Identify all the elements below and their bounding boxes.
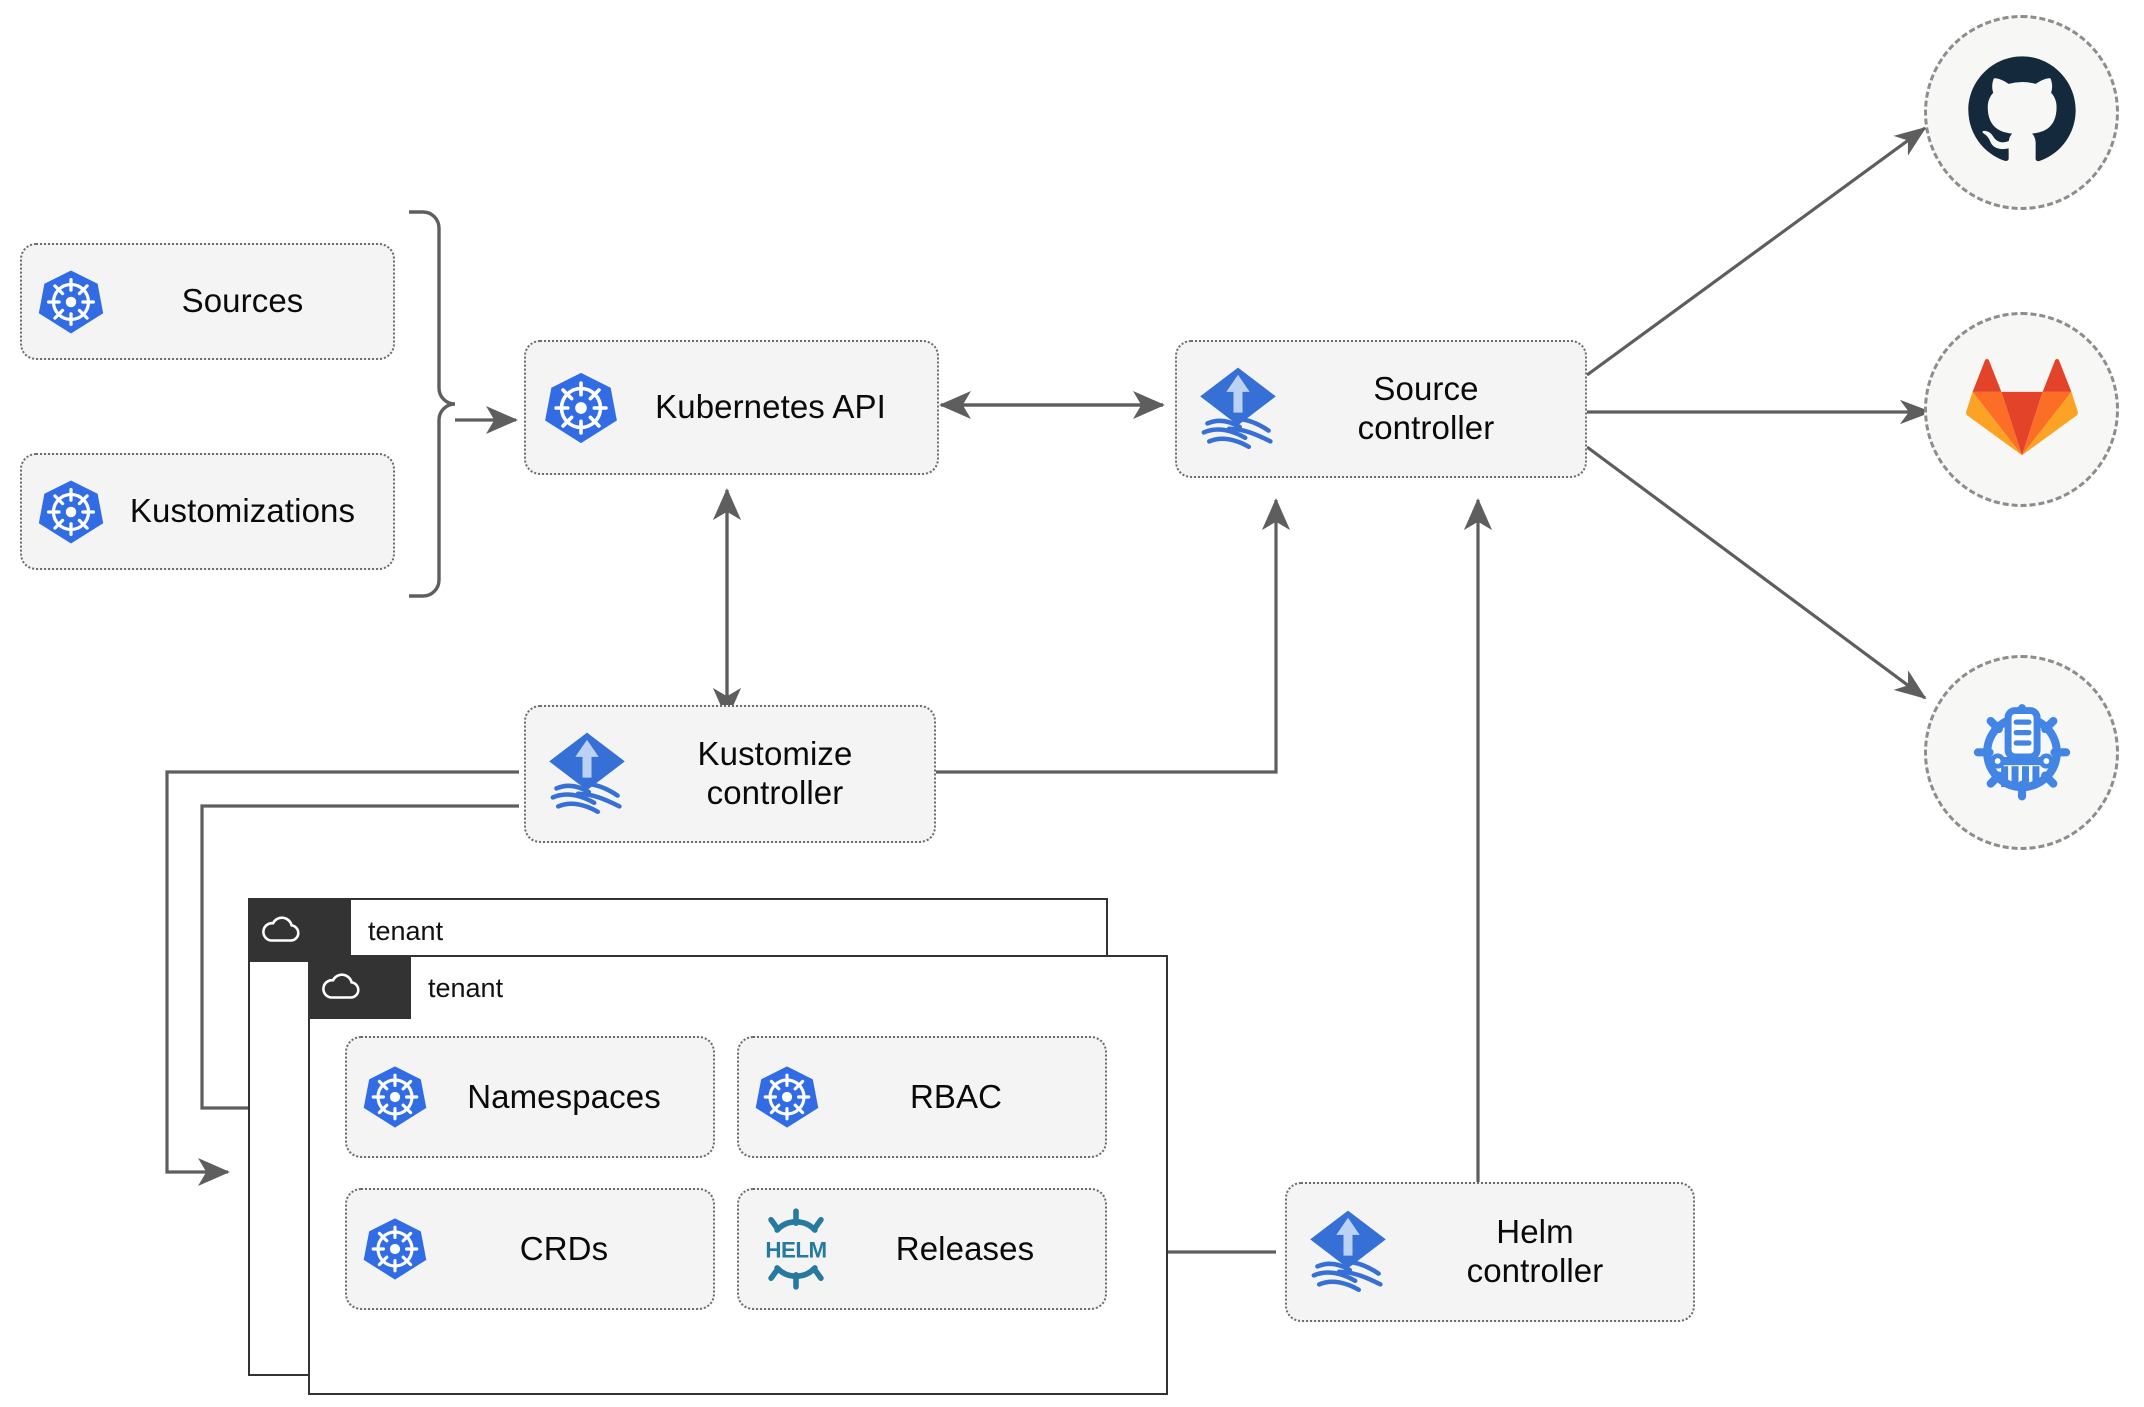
tenant-label: tenant bbox=[428, 973, 504, 1003]
tenant-tab-back bbox=[247, 897, 351, 962]
node-source-controller[interactable]: Source controller bbox=[1175, 340, 1587, 478]
wire-kustomize-to-source bbox=[934, 498, 1291, 774]
node-crds[interactable]: CRDs bbox=[345, 1188, 715, 1310]
node-kubernetes-api[interactable]: Kubernetes API bbox=[524, 340, 939, 475]
flux-icon bbox=[542, 727, 632, 821]
flux-icon bbox=[1303, 1205, 1393, 1299]
node-label: Sources bbox=[181, 282, 304, 320]
tenant-container-front[interactable]: tenant bbox=[307, 954, 1168, 1395]
svg-text:HELM: HELM bbox=[765, 1238, 826, 1263]
wire-source-to-github bbox=[1586, 126, 1927, 377]
provider-harbor[interactable] bbox=[1924, 655, 2119, 850]
node-label: Releases bbox=[895, 1229, 1035, 1267]
kubernetes-icon bbox=[542, 369, 620, 447]
provider-github[interactable] bbox=[1924, 15, 2119, 210]
node-label: Helm controller bbox=[1466, 1213, 1604, 1289]
github-icon bbox=[1966, 54, 2078, 171]
kubernetes-icon bbox=[753, 1063, 821, 1131]
harbor-icon bbox=[1964, 692, 2080, 813]
kubernetes-icon bbox=[36, 477, 106, 547]
provider-gitlab[interactable] bbox=[1924, 312, 2119, 507]
node-kustomizations[interactable]: Kustomizations bbox=[20, 453, 395, 570]
node-label: Kustomizations bbox=[129, 492, 356, 530]
node-kustomize-controller[interactable]: Kustomize controller bbox=[524, 705, 936, 843]
cloud-icon bbox=[258, 907, 304, 953]
flux-icon bbox=[1193, 362, 1283, 456]
gitlab-icon bbox=[1965, 355, 2078, 464]
cloud-icon bbox=[318, 964, 364, 1010]
kubernetes-icon bbox=[361, 1063, 429, 1131]
node-helm-controller[interactable]: Helm controller bbox=[1285, 1182, 1695, 1322]
node-namespaces[interactable]: Namespaces bbox=[345, 1036, 715, 1158]
wire-source-to-harbor bbox=[1586, 445, 1927, 700]
node-label: CRDs bbox=[519, 1229, 609, 1267]
node-sources[interactable]: Sources bbox=[20, 243, 395, 360]
node-releases[interactable]: HELM Releases bbox=[737, 1188, 1107, 1310]
kubernetes-icon bbox=[361, 1215, 429, 1283]
node-label: Source controller bbox=[1357, 370, 1495, 446]
node-label: Namespaces bbox=[467, 1077, 661, 1115]
tenant-tab-front bbox=[307, 954, 411, 1019]
helm-icon: HELM bbox=[753, 1206, 839, 1292]
node-rbac[interactable]: RBAC bbox=[737, 1036, 1107, 1158]
resource-group-brace bbox=[409, 210, 456, 598]
node-label: Kubernetes API bbox=[655, 388, 886, 426]
node-label: RBAC bbox=[909, 1077, 1003, 1115]
tenant-label: tenant bbox=[368, 916, 444, 946]
node-label: Kustomize controller bbox=[697, 735, 853, 811]
kubernetes-icon bbox=[36, 267, 106, 337]
